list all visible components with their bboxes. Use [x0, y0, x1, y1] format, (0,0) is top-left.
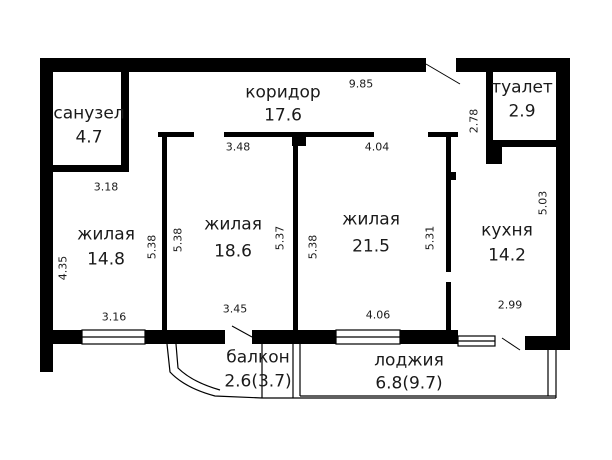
- dim-living2-top: 3.48: [225, 140, 251, 154]
- balcony-name: балкон: [226, 347, 290, 368]
- bathroom-name: санузел: [53, 103, 125, 124]
- partition-nub: [451, 172, 456, 180]
- balcony-area: 2.6(3.7): [224, 371, 292, 392]
- dim-living3-left: 5.38: [306, 234, 320, 260]
- dim-living2-left: 5.38: [171, 227, 185, 253]
- living3-area: 21.5: [352, 236, 390, 257]
- kitchen-name: кухня: [481, 220, 533, 241]
- living2-area: 18.6: [214, 241, 252, 262]
- dim-living2-bottom: 3.45: [222, 302, 248, 316]
- toilet-wall-block: [486, 140, 502, 164]
- dim-kitchen-bottom: 2.99: [497, 298, 523, 312]
- dim-living3-bottom: 4.06: [365, 308, 391, 322]
- top-right-wall: [456, 58, 570, 72]
- dim-bathroom-bottom: 3.18: [93, 180, 119, 194]
- corridor-name: коридор: [245, 82, 321, 103]
- living2-name: жилая: [204, 214, 262, 235]
- dim-kitchen-side: 5.03: [536, 190, 550, 216]
- dim-living1-left: 4.35: [56, 255, 70, 281]
- partition-living1-living2: [162, 132, 167, 332]
- bathroom-wall-right: [121, 72, 129, 172]
- bottom-wall-1: [40, 330, 82, 344]
- kitchen-area: 14.2: [488, 245, 526, 266]
- living1-area: 14.8: [87, 249, 125, 270]
- living3-name: жилая: [342, 209, 400, 230]
- dim-living1-right: 5.38: [145, 234, 159, 260]
- top-wall: [40, 58, 426, 72]
- bottom-wall-3: [252, 330, 336, 344]
- bottom-wall-2: [145, 330, 225, 344]
- dim-corridor-length: 9.85: [348, 77, 374, 91]
- partition-top-3: [428, 132, 458, 137]
- bathroom-area: 4.7: [75, 127, 103, 148]
- bottom-wall-5: [525, 336, 570, 350]
- balcony-outline: [166, 343, 263, 399]
- dim-living1-bottom: 3.16: [101, 310, 127, 324]
- partition-top-1: [158, 132, 194, 137]
- toilet-area: 2.9: [508, 101, 536, 122]
- left-wall: [40, 58, 53, 372]
- toilet-name: туалет: [491, 77, 553, 98]
- bathroom-wall-bottom: [53, 165, 129, 172]
- dim-toilet-height: 2.78: [467, 108, 481, 134]
- dim-living3-top: 4.04: [364, 140, 390, 154]
- right-wall: [556, 58, 570, 350]
- partition-living2-living3: [293, 132, 298, 332]
- loggia-area: 6.8(9.7): [375, 373, 443, 394]
- living1-name: жилая: [77, 224, 135, 245]
- dim-living2-right: 5.37: [273, 225, 287, 251]
- toilet-wall-bottom: [486, 140, 556, 147]
- toilet-wall-left: [486, 72, 493, 164]
- corridor-area: 17.6: [264, 105, 302, 126]
- partition-living3-kitchen-upper: [446, 132, 451, 272]
- loggia-name: лоджия: [374, 350, 444, 371]
- partition-living3-kitchen-lower: [446, 282, 451, 332]
- bottom-wall-4: [400, 330, 458, 344]
- dim-living3-right: 5.31: [423, 225, 437, 251]
